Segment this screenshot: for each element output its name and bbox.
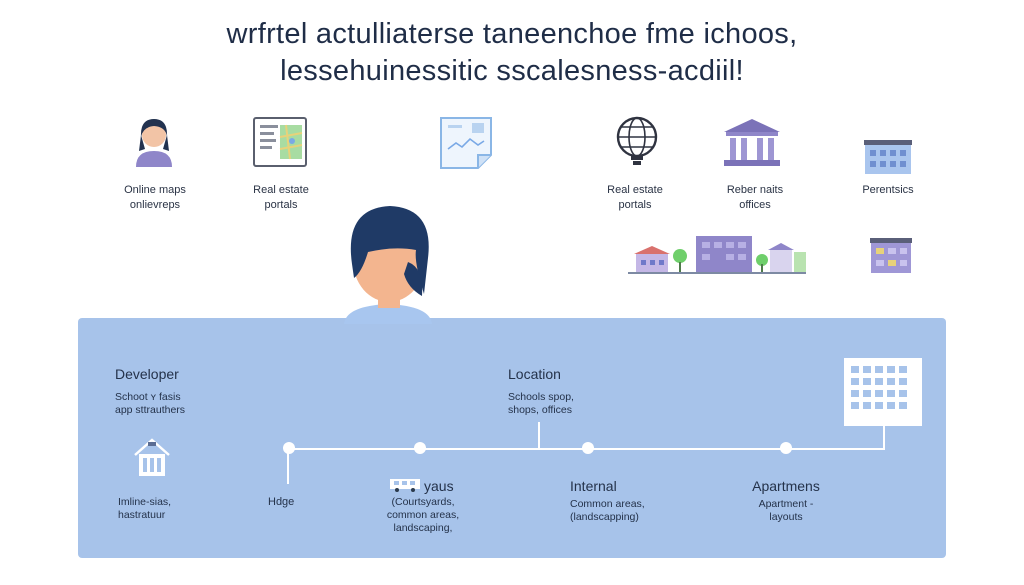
location-text-1: Schools spop, [508, 391, 574, 403]
stage-yaus-text-2: common areas, [386, 509, 460, 521]
top-item-label-1: Online maps [124, 184, 186, 196]
apartment-grid-icon [844, 358, 922, 448]
title-line-2: lessehuinessitic sscalesness-acdiil! [280, 55, 744, 87]
top-item-label-2: onlievreps [129, 199, 181, 211]
developer-heading: Developer [115, 366, 179, 382]
developer-text-1: Schoot ʏ fasis [115, 391, 181, 403]
timeline-node-hdge [283, 442, 295, 454]
stage-hdge-label: Hdge [268, 496, 295, 508]
stage-internal-text-2: (landscapping) [570, 511, 639, 523]
title-line-1: wrfrtel actulliaterse taneenchoe fme ich… [226, 18, 798, 50]
top-item-label-1: Real estate [607, 184, 663, 196]
timeline-node-yaus [414, 442, 426, 454]
stage-apartments-text-2: layouts [769, 511, 803, 523]
timeline-node-apartments [780, 442, 792, 454]
neighborhood-illustration [628, 236, 806, 274]
top-item-label-1: Real estate [253, 184, 309, 196]
person-icon [136, 119, 172, 167]
building-icon [864, 140, 912, 174]
top-item-label-2: portals [618, 199, 652, 211]
timeline-connector-location [538, 422, 540, 449]
stage-yaus-text-3: landscaping, [393, 522, 453, 534]
bottom-left-text-2: hastratuur [118, 509, 166, 521]
top-item-real-estate-2: Real estate portals [590, 183, 680, 213]
top-item-label-2: offices [739, 199, 771, 211]
timeline-connector-hdge [287, 448, 289, 484]
developer-text-2: app sttrauthers [115, 404, 186, 416]
top-item-label-1: Reber naits [726, 184, 784, 196]
stage-apartments-heading: Apartmens [752, 478, 820, 494]
timeline-connector-apartments [883, 426, 885, 449]
top-item-label-1: Perentsics [862, 184, 914, 196]
globe-bulb-icon [616, 116, 658, 165]
timeline-node-internal [582, 442, 594, 454]
bus-icon [390, 479, 420, 492]
stage-internal-heading: Internal [570, 478, 617, 494]
top-item-offices: Reber naits offices [710, 183, 800, 213]
house-icon [134, 438, 170, 476]
man-avatar-illustration [344, 206, 432, 324]
top-item-perentsics: Perentsics [843, 183, 933, 198]
location-text-2: shops, offices [508, 404, 573, 416]
museum-icon [724, 119, 780, 166]
process-panel [78, 318, 946, 558]
top-item-real-estate: Real estate portals [236, 183, 326, 213]
location-heading: Location [508, 366, 561, 382]
top-item-online-maps: Online maps onlievreps [110, 183, 200, 213]
map-document-icon [253, 117, 307, 167]
stage-internal-text-1: Common areas, [570, 498, 645, 510]
stage-apartments-text-1: Apartment - [758, 498, 814, 510]
bottom-left-text-1: Imline-sias, [118, 496, 172, 508]
stage-yaus-heading: yaus [424, 478, 454, 494]
top-item-label-2: portals [264, 199, 298, 211]
chart-document-icon [440, 117, 492, 169]
stage-yaus-text-1: (Courtsyards, [391, 496, 455, 508]
small-building-icon [870, 238, 912, 273]
